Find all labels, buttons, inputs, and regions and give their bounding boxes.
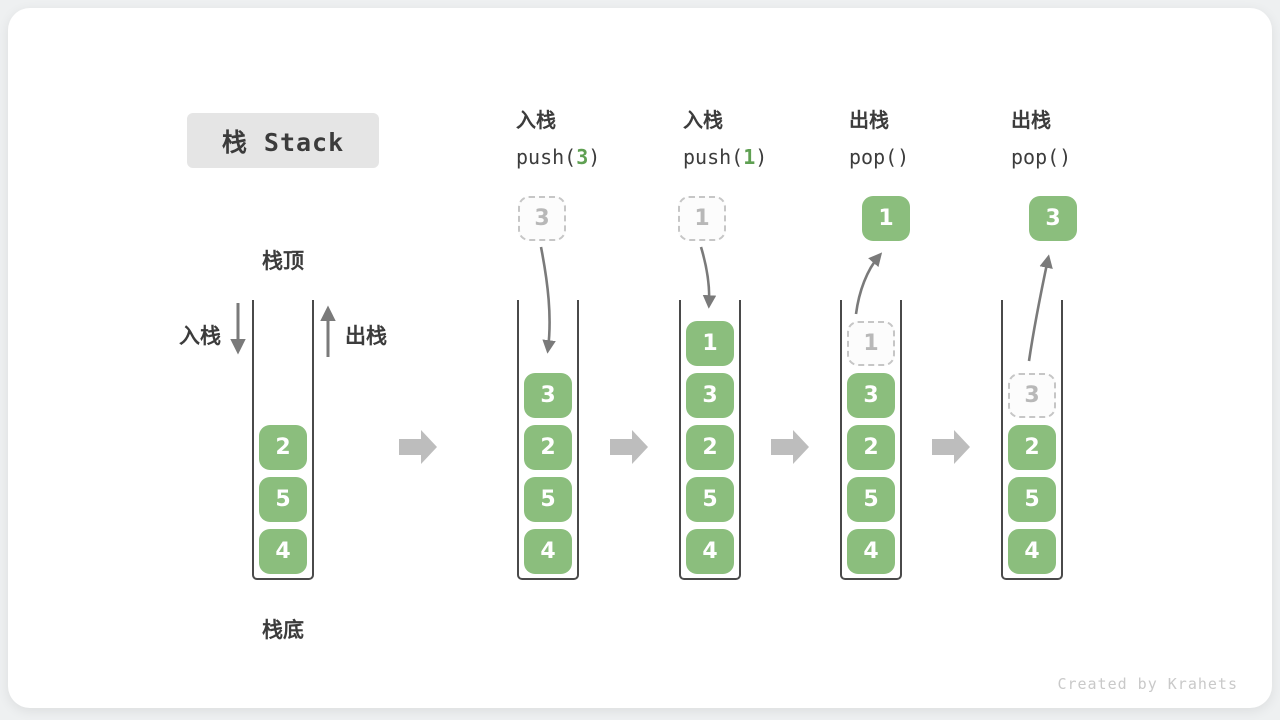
diagram-title: 栈 Stack — [187, 113, 379, 168]
stack-item: 3 — [524, 373, 572, 418]
stack-container-2 — [517, 300, 579, 580]
stack-item: 4 — [259, 529, 307, 574]
stack-item: 5 — [524, 477, 572, 522]
operation-label-push-3: 入栈 push(3) — [516, 108, 686, 170]
stack-item: 3 — [686, 373, 734, 418]
operation-action: 出栈 — [849, 110, 889, 132]
stack-container-4 — [840, 300, 902, 580]
stack-container-5 — [1001, 300, 1063, 580]
stack-item: 2 — [259, 425, 307, 470]
operation-label-pop-1: 出栈 pop() — [849, 108, 1019, 170]
operation-action: 出栈 — [1011, 110, 1051, 132]
stack-item: 5 — [1008, 477, 1056, 522]
pop-direction-label: 出栈 — [345, 325, 387, 348]
stack-item: 4 — [1008, 529, 1056, 574]
stack-container-1 — [252, 300, 314, 580]
stack-item: 4 — [686, 529, 734, 574]
stack-item: 5 — [686, 477, 734, 522]
stack-item: 1 — [686, 321, 734, 366]
stack-item: 2 — [686, 425, 734, 470]
credit-text: Created by Krahets — [1057, 675, 1238, 693]
operation-action: 入栈 — [516, 110, 556, 132]
popped-value-box: 3 — [1029, 196, 1077, 241]
stack-bottom-label: 栈底 — [262, 619, 304, 642]
operation-action: 入栈 — [683, 110, 723, 132]
stack-item: 2 — [524, 425, 572, 470]
operation-code: pop() — [849, 145, 910, 169]
code-argument: 1 — [743, 145, 756, 169]
stack-item: 2 — [1008, 425, 1056, 470]
stack-item: 3 — [847, 373, 895, 418]
popped-value-box: 1 — [862, 196, 910, 241]
stack-item: 4 — [524, 529, 572, 574]
operation-code: push(3) — [516, 145, 601, 169]
stack-item: 4 — [847, 529, 895, 574]
stack-top-label: 栈顶 — [262, 250, 304, 273]
push-direction-label: 入栈 — [179, 325, 221, 348]
removed-item-ghost: 1 — [847, 321, 895, 366]
code-argument: 3 — [576, 145, 589, 169]
stack-item: 5 — [847, 477, 895, 522]
operation-label-push-1: 入栈 push(1) — [683, 108, 853, 170]
stack-item: 5 — [259, 477, 307, 522]
incoming-value-box: 3 — [518, 196, 566, 241]
stack-container-3 — [679, 300, 741, 580]
removed-item-ghost: 3 — [1008, 373, 1056, 418]
operation-code: push(1) — [683, 145, 768, 169]
operation-label-pop-2: 出栈 pop() — [1011, 108, 1181, 170]
stack-item: 2 — [847, 425, 895, 470]
incoming-value-box: 1 — [678, 196, 726, 241]
operation-code: pop() — [1011, 145, 1072, 169]
